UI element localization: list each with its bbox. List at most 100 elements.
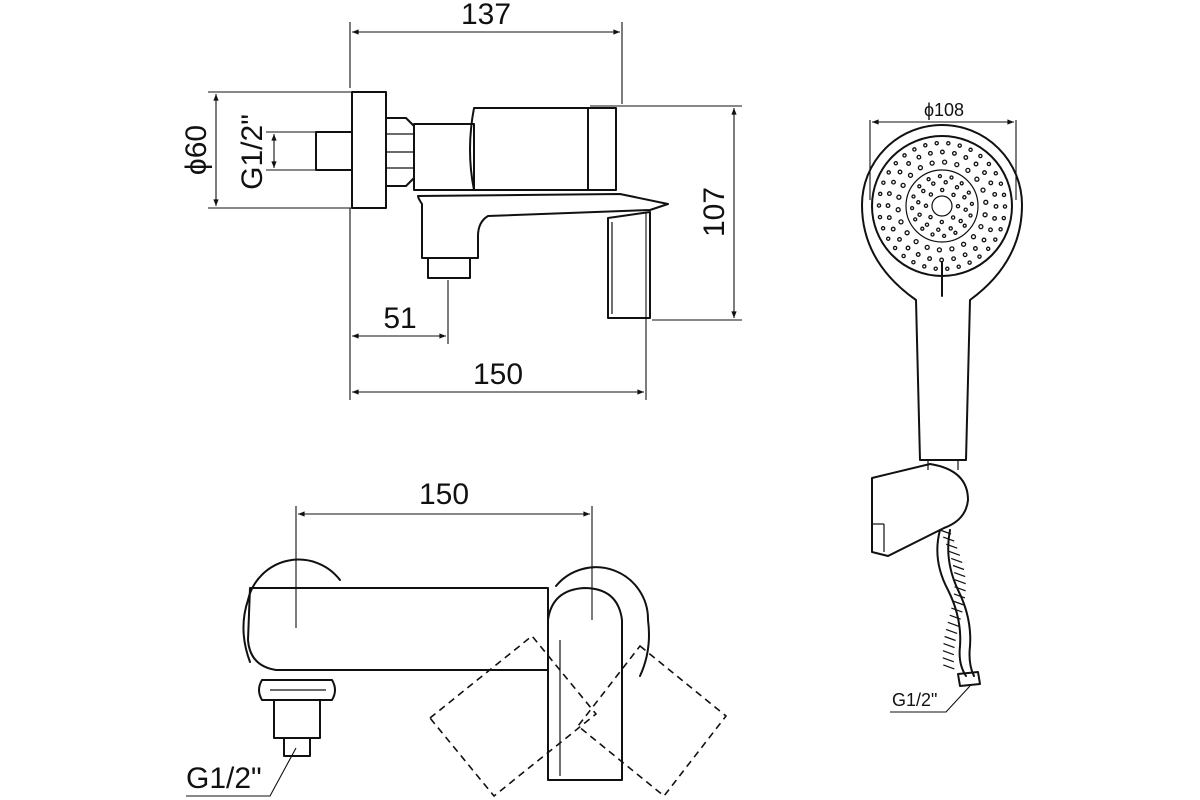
nozzle-hole — [951, 150, 957, 156]
nozzle-hole — [896, 194, 902, 200]
hose-coils — [939, 529, 966, 670]
outlet-nipple — [427, 257, 471, 279]
nozzle-hole — [921, 188, 926, 194]
nozzle-hole — [965, 167, 971, 174]
nozzle-hole — [948, 226, 953, 231]
nozzle-hole — [897, 236, 902, 242]
dim-phi108: ϕ108 — [924, 100, 964, 120]
nozzle-hole — [993, 237, 998, 242]
lever-rotated-right — [576, 644, 728, 798]
nozzle-hole — [951, 192, 956, 198]
nozzle-hole — [953, 230, 958, 235]
nozzle-hole — [968, 213, 973, 218]
nozzle-hole — [901, 253, 906, 259]
nozzle-hole — [928, 192, 934, 197]
nozzle-hole — [977, 254, 982, 259]
nozzle-hole — [886, 215, 892, 221]
nozzle-hole — [913, 217, 918, 222]
nozzle-hole — [998, 181, 1004, 186]
dim-phi60: ϕ60 — [180, 125, 213, 175]
hose-coil — [947, 621, 960, 627]
nozzle-hole — [886, 170, 891, 175]
wall-flange — [351, 91, 387, 209]
nozzle-hole — [920, 226, 925, 231]
nozzle-hole — [941, 233, 947, 239]
nozzle-hole — [1002, 204, 1008, 209]
hose-coil — [952, 564, 965, 571]
hose-coil — [953, 572, 966, 578]
nozzle-hole — [876, 203, 882, 208]
hose-coil — [943, 664, 955, 670]
nozzle-hole — [978, 153, 983, 159]
nozzle-hole — [949, 175, 954, 180]
nozzle-hole — [962, 195, 967, 200]
nozzle-hole — [973, 161, 979, 167]
front-body — [247, 587, 549, 671]
nozzle-hole — [911, 194, 916, 199]
hose-coil — [952, 600, 965, 606]
nozzle-hole — [924, 222, 930, 227]
hose-coil — [953, 593, 966, 599]
front-outlet-nut — [258, 679, 336, 701]
nozzle-hole — [982, 170, 987, 176]
nozzle-hole — [951, 256, 957, 262]
nozzle-hole — [898, 219, 904, 225]
nozzle-hole — [885, 203, 891, 209]
nozzle-hole — [895, 207, 901, 213]
front-lever — [547, 587, 623, 781]
nozzle-holes — [876, 140, 1008, 272]
hose-coil — [942, 536, 955, 542]
nozzle-hole — [988, 180, 994, 186]
hose-coil — [948, 550, 961, 556]
hose-coil — [939, 529, 952, 535]
nozzle-hole — [958, 218, 963, 224]
hand-shower: ϕ108 G1/2" — [861, 100, 1023, 713]
nozzle-hole — [986, 161, 992, 167]
nozzle-hole — [928, 214, 933, 220]
nozzle-hole — [923, 143, 928, 148]
lever — [607, 211, 651, 319]
nozzle-hole — [962, 252, 968, 258]
nozzle-hole — [886, 191, 892, 197]
nozzle-hole — [957, 143, 962, 148]
hose-coil — [944, 635, 956, 642]
nozzle-hole — [881, 180, 886, 185]
nozzle-hole — [913, 238, 919, 245]
nozzle-hole — [970, 234, 977, 240]
nozzle-hole — [963, 207, 968, 212]
nozzle-hole — [946, 141, 951, 146]
nozzle-hole — [969, 201, 975, 207]
nozzle-hole — [945, 266, 950, 272]
shower-holder — [871, 463, 969, 557]
dim-thread-shower: G1/2" — [892, 690, 937, 710]
nozzle-hole — [897, 169, 903, 175]
nozzle-hole — [891, 179, 896, 185]
nozzle-hole — [1001, 192, 1007, 198]
hose-coil — [945, 543, 958, 549]
nozzle-hole — [877, 214, 883, 220]
nozzle-hole — [923, 203, 929, 209]
nozzle-hole — [909, 205, 915, 211]
hose-coil — [943, 643, 955, 649]
lever-rotated-left — [428, 634, 598, 798]
nozzle-hole — [968, 147, 973, 153]
nozzle-hole — [985, 246, 991, 252]
nozzle-hole — [924, 244, 930, 251]
nozzle-hole — [907, 172, 914, 178]
shower-outline — [861, 124, 1023, 461]
dim-51: 51 — [383, 302, 416, 335]
nozzle-hole — [926, 177, 931, 182]
nozzle-hole — [922, 264, 927, 269]
nozzle-hole — [900, 182, 906, 189]
nozzle-hole — [929, 160, 935, 166]
nozzle-hole — [912, 147, 917, 152]
hose-coil — [945, 628, 958, 634]
nozzle-hole — [972, 246, 978, 251]
nozzle-hole — [917, 165, 924, 171]
nozzle-hole — [962, 223, 967, 228]
dim-137: 137 — [461, 0, 511, 31]
nozzle-hole — [916, 154, 922, 160]
nozzle-hole — [988, 227, 993, 233]
nozzle-hole — [981, 237, 987, 243]
